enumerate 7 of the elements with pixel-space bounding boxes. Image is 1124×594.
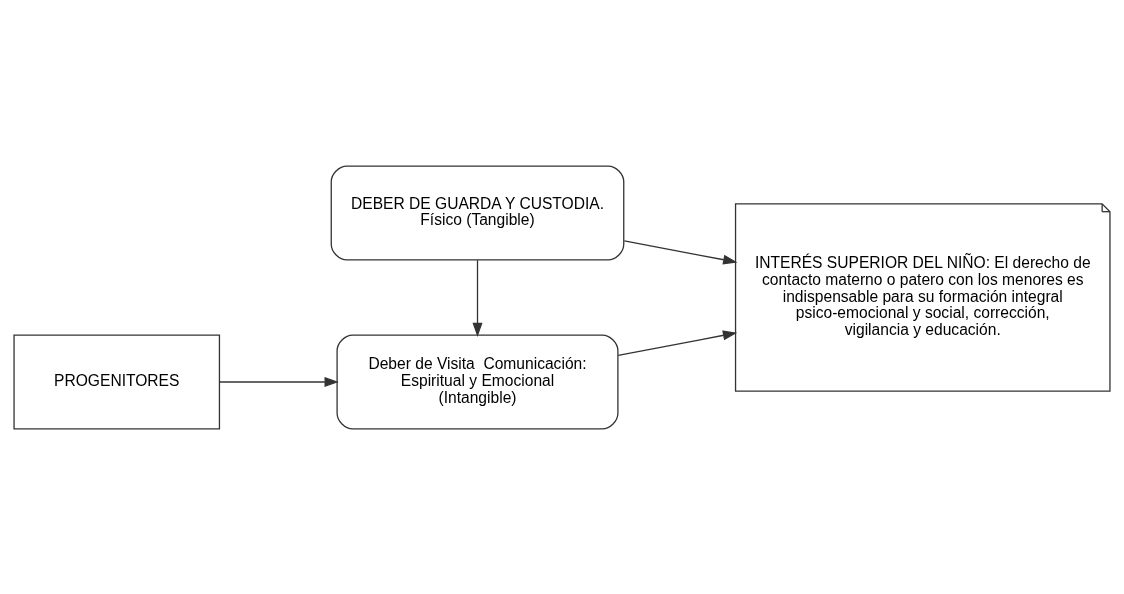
node-box: DEBER DE GUARDA Y CUSTODIA. Físico (Tangible) — [330, 165, 625, 260]
arrow — [617, 329, 738, 356]
node-box: Deber de Visita Comunicación: Espiritual y Emocional (Intangible) — [336, 334, 619, 429]
arrow — [472, 259, 483, 337]
arrow — [623, 239, 738, 265]
arrow — [219, 376, 339, 387]
node-box: PROGENITORES — [13, 334, 221, 429]
